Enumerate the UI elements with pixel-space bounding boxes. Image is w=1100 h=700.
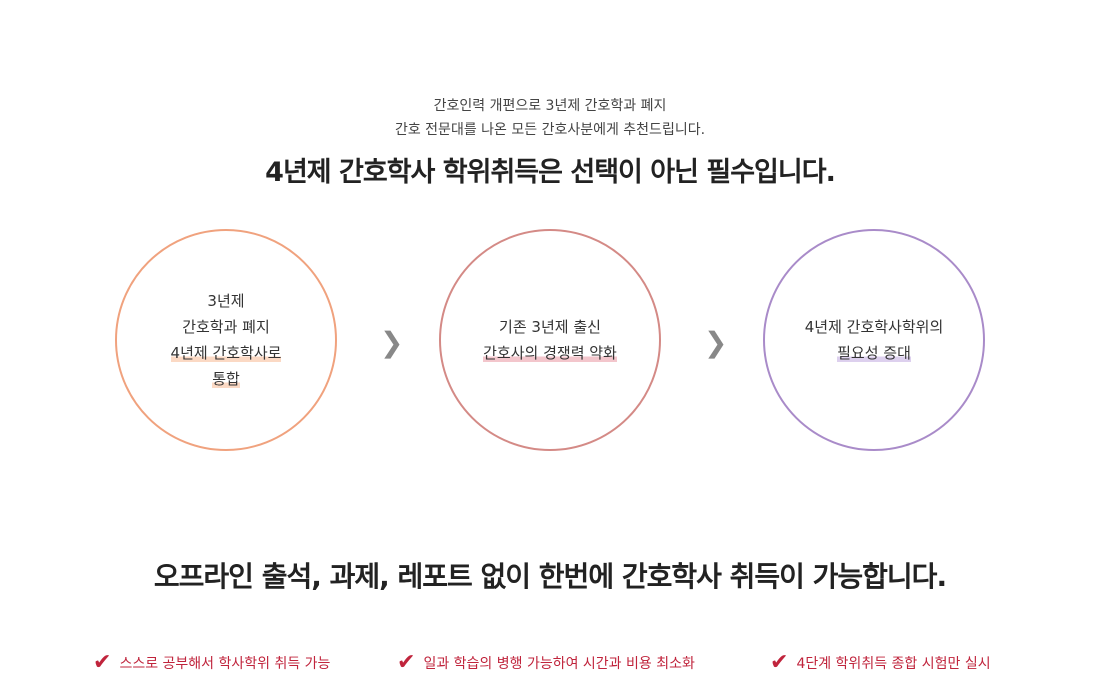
check-icon: ✔ [93, 650, 112, 675]
feature-item: ✔ 4단계 학위취득 종합 시험만 실시 [770, 650, 991, 675]
check-icon: ✔ [397, 650, 416, 675]
circle-text: 기존 3년제 출신 [499, 318, 601, 336]
headline: 4년제 간호학사 학위취득은 선택이 아닌 필수입니다. [265, 157, 836, 188]
circle-text-highlight: 통합 [212, 370, 240, 388]
chevron-right-icon: ❯ [704, 326, 728, 359]
feature-label: 스스로 공부해서 학사학위 취득 가능 [119, 655, 331, 672]
intro-line: 간호 전문대를 나온 모든 간호사분에게 추천드립니다. [394, 122, 706, 138]
circle-step-1: 3년제 간호학과 폐지 4년제 간호학사로 통합 [115, 229, 337, 451]
circle-text: 4년제 간호학사학위의 [804, 318, 944, 336]
feature-label: 4단계 학위취득 종합 시험만 실시 [796, 655, 991, 672]
circle-text: 간호학과 폐지 [182, 318, 270, 336]
feature-item: ✔ 스스로 공부해서 학사학위 취득 가능 [93, 650, 330, 675]
circle-text-highlight: 4년제 간호학사로 [170, 344, 282, 362]
check-icon: ✔ [770, 650, 789, 675]
circle-step-2: 기존 3년제 출신 간호사의 경쟁력 약화 [439, 229, 661, 451]
circle-text: 3년제 [207, 292, 245, 310]
intro-line: 간호인력 개편으로 3년제 간호학과 폐지 [433, 98, 667, 114]
feature-item: ✔ 일과 학습의 병행 가능하여 시간과 비용 최소화 [397, 650, 695, 675]
circle-text-highlight: 필요성 증대 [837, 344, 911, 362]
feature-label: 일과 학습의 병행 가능하여 시간과 비용 최소화 [423, 655, 695, 672]
subheadline: 오프라인 출석, 과제, 레포트 없이 한번에 간호학사 취득이 가능합니다. [153, 560, 947, 593]
circle-text-highlight: 간호사의 경쟁력 약화 [483, 344, 617, 362]
circle-step-3: 4년제 간호학사학위의 필요성 증대 [763, 229, 985, 451]
chevron-right-icon: ❯ [380, 326, 404, 359]
intro-text: 간호인력 개편으로 3년제 간호학과 폐지 간호 전문대를 나온 모든 간호사분… [0, 94, 1100, 142]
